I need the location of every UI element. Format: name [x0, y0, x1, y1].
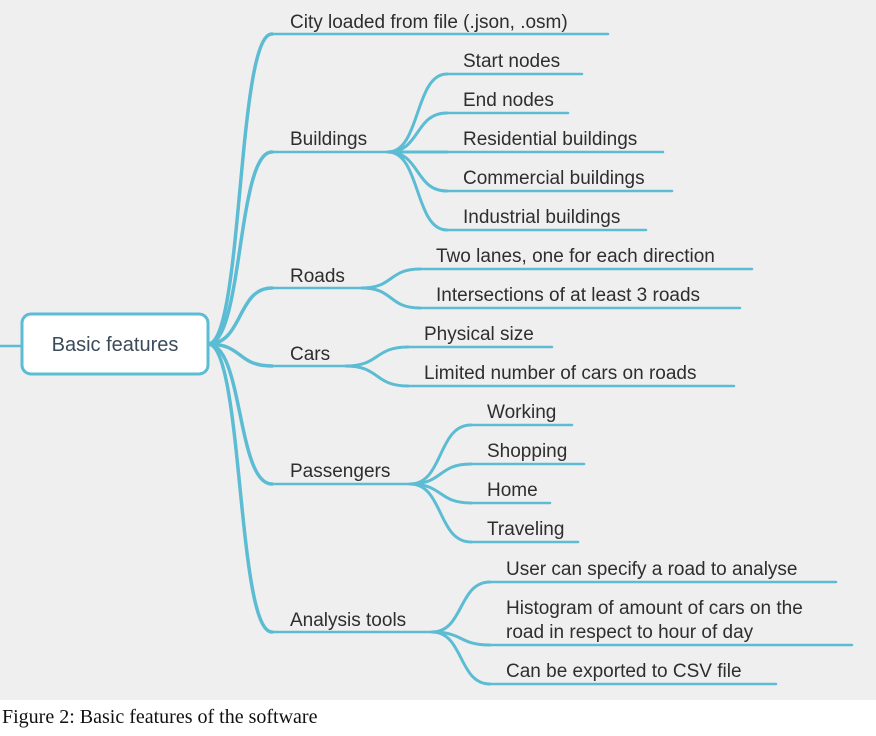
- leaf-export-csv[interactable]: Can be exported to CSV file: [506, 661, 742, 682]
- leaf-working[interactable]: Working: [487, 402, 556, 423]
- link-passengers-child-0: [408, 423, 473, 486]
- leaf-user-can-specify-road[interactable]: User can specify a road to analyse: [506, 559, 798, 580]
- link-root-to-roads: [206, 286, 274, 346]
- link-buildings-child-4: [386, 150, 449, 232]
- link-roads-child-0: [360, 267, 422, 290]
- link-passengers-child-3: [408, 482, 473, 544]
- leaf-home[interactable]: Home: [487, 480, 538, 501]
- connector-lines: [0, 32, 854, 686]
- branch-buildings[interactable]: Buildings: [290, 129, 367, 150]
- link-root-to-cars: [206, 342, 274, 368]
- leaf-residential-buildings[interactable]: Residential buildings: [463, 129, 637, 150]
- link-analysis-child-2: [430, 630, 492, 686]
- figure-caption: Figure 2: Basic features of the software: [2, 706, 318, 728]
- branch-city-loaded[interactable]: City loaded from file (.json, .osm): [290, 12, 568, 33]
- link-cars-child-0: [344, 345, 410, 368]
- leaf-limited-number-of-cars[interactable]: Limited number of cars on roads: [424, 363, 696, 384]
- leaf-physical-size[interactable]: Physical size: [424, 324, 534, 345]
- link-roads-child-1: [360, 286, 422, 310]
- leaf-commercial-buildings[interactable]: Commercial buildings: [463, 168, 645, 189]
- branch-roads[interactable]: Roads: [290, 266, 345, 287]
- leaf-intersections[interactable]: Intersections of at least 3 roads: [436, 285, 700, 306]
- leaf-histogram-line-2[interactable]: road in respect to hour of day: [506, 622, 754, 643]
- leaf-start-nodes[interactable]: Start nodes: [463, 51, 560, 72]
- leaf-histogram-line-1[interactable]: Histogram of amount of cars on the: [506, 598, 803, 619]
- leaf-shopping[interactable]: Shopping: [487, 441, 567, 462]
- branch-analysis-tools[interactable]: Analysis tools: [290, 610, 406, 631]
- link-buildings-child-1: [386, 111, 449, 154]
- leaf-traveling[interactable]: Traveling: [487, 519, 564, 540]
- root-node-label: Basic features: [52, 334, 179, 356]
- root-node[interactable]: Basic features: [20, 312, 210, 376]
- link-root-to-buildings: [206, 150, 274, 346]
- link-cars-child-1: [344, 364, 410, 388]
- leaf-end-nodes[interactable]: End nodes: [463, 90, 554, 111]
- root-node-box[interactable]: [20, 312, 210, 376]
- mindmap-canvas: Basic features City loaded from file (.j…: [0, 0, 876, 700]
- link-buildings-child-0: [386, 72, 449, 154]
- mindmap: Basic features City loaded from file (.j…: [0, 12, 854, 686]
- leaf-industrial-buildings[interactable]: Industrial buildings: [463, 207, 620, 228]
- link-root-to-city: [206, 32, 274, 346]
- link-root-to-analysis: [206, 342, 274, 634]
- link-buildings-child-3: [386, 150, 449, 193]
- leaf-two-lanes[interactable]: Two lanes, one for each direction: [436, 246, 715, 267]
- branch-passengers[interactable]: Passengers: [290, 461, 390, 482]
- branch-cars[interactable]: Cars: [290, 344, 330, 365]
- link-analysis-child-0: [430, 580, 492, 634]
- link-root-to-passengers: [206, 342, 274, 486]
